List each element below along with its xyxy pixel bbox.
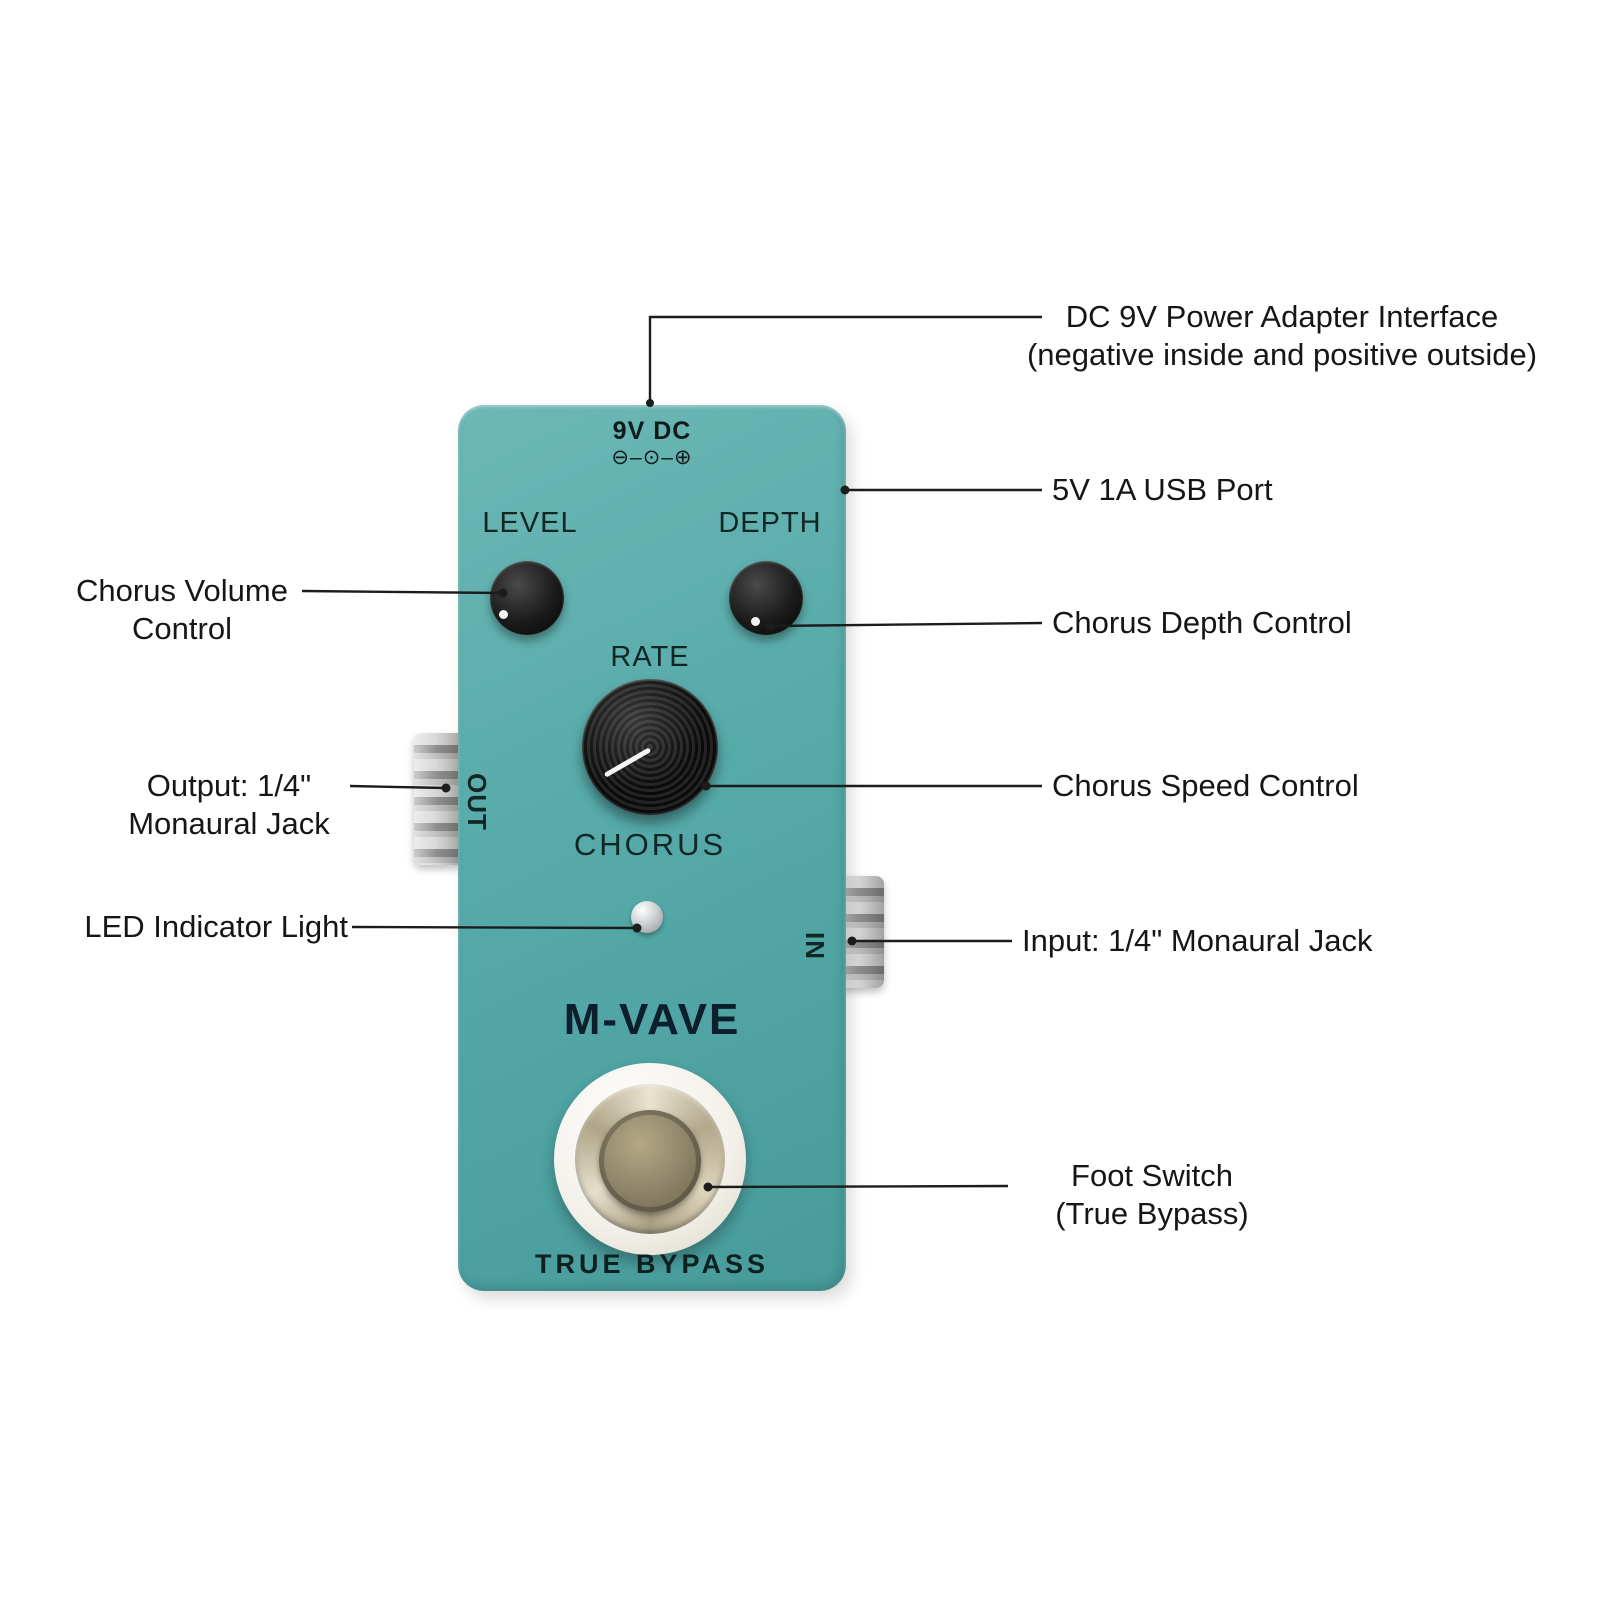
dc-power-line [648,315,1042,403]
callout-foot-switch: Foot Switch (True Bypass) [1018,1157,1286,1233]
rate-knob-pointer-icon [603,747,652,778]
out-label: OUT [462,773,492,831]
callout-dc-power: DC 9V Power Adapter Interface (negative … [1012,298,1552,374]
callout-dc-power-line2: (negative inside and positive outside) [1026,337,1538,372]
led-indicator [631,901,663,933]
callout-foot-line1: Foot Switch [1071,1158,1233,1193]
callout-depth-line1: Chorus Depth Control [1052,605,1352,640]
level-knob-label: LEVEL [482,507,578,539]
power-polarity-icon: ⊖–⊙–⊕ [611,446,693,469]
callout-led-indicator: LED Indicator Light [66,908,348,946]
callout-volume-control: Chorus Volume Control [66,572,298,648]
callout-led-line1: LED Indicator Light [84,909,348,944]
true-bypass-label: TRUE BYPASS [534,1249,770,1279]
depth-knob[interactable] [729,561,803,635]
callout-dc-power-line1: DC 9V Power Adapter Interface [1065,299,1499,334]
callout-input-jack: Input: 1/4" Monaural Jack [1022,922,1372,960]
output-jack [414,733,464,865]
callout-output-jack: Output: 1/4" Monaural Jack [112,767,346,843]
callout-speed-line1: Chorus Speed Control [1052,768,1359,803]
callout-depth-control: Chorus Depth Control [1052,604,1352,642]
rate-knob[interactable] [582,679,718,815]
level-knob[interactable] [490,561,564,635]
foot-switch-cap [599,1110,701,1212]
callout-foot-line2: (True Bypass) [1055,1196,1249,1231]
callout-usb-line1: 5V 1A USB Port [1052,472,1273,507]
callout-input-line1: Input: 1/4" Monaural Jack [1022,923,1373,958]
power-jack-label: 9V DC [612,417,692,445]
brand-logo: M-VAVE [563,995,741,1044]
depth-knob-label: DEPTH [718,507,822,539]
effect-name-label: CHORUS [573,827,727,862]
pedal-body: 9V DC ⊖–⊙–⊕ LEVEL DEPTH RATE CHORUS M-VA… [458,405,846,1291]
in-label: IN [800,932,830,960]
callout-volume-line2: Control [132,611,232,646]
callout-output-line2: Monaural Jack [128,806,330,841]
callout-speed-control: Chorus Speed Control [1052,767,1359,805]
callout-output-line1: Output: 1/4" [146,768,312,803]
callout-volume-line1: Chorus Volume [76,573,288,608]
callout-usb-port: 5V 1A USB Port [1052,471,1273,509]
foot-switch[interactable] [554,1063,746,1255]
rate-knob-label: RATE [610,641,690,673]
